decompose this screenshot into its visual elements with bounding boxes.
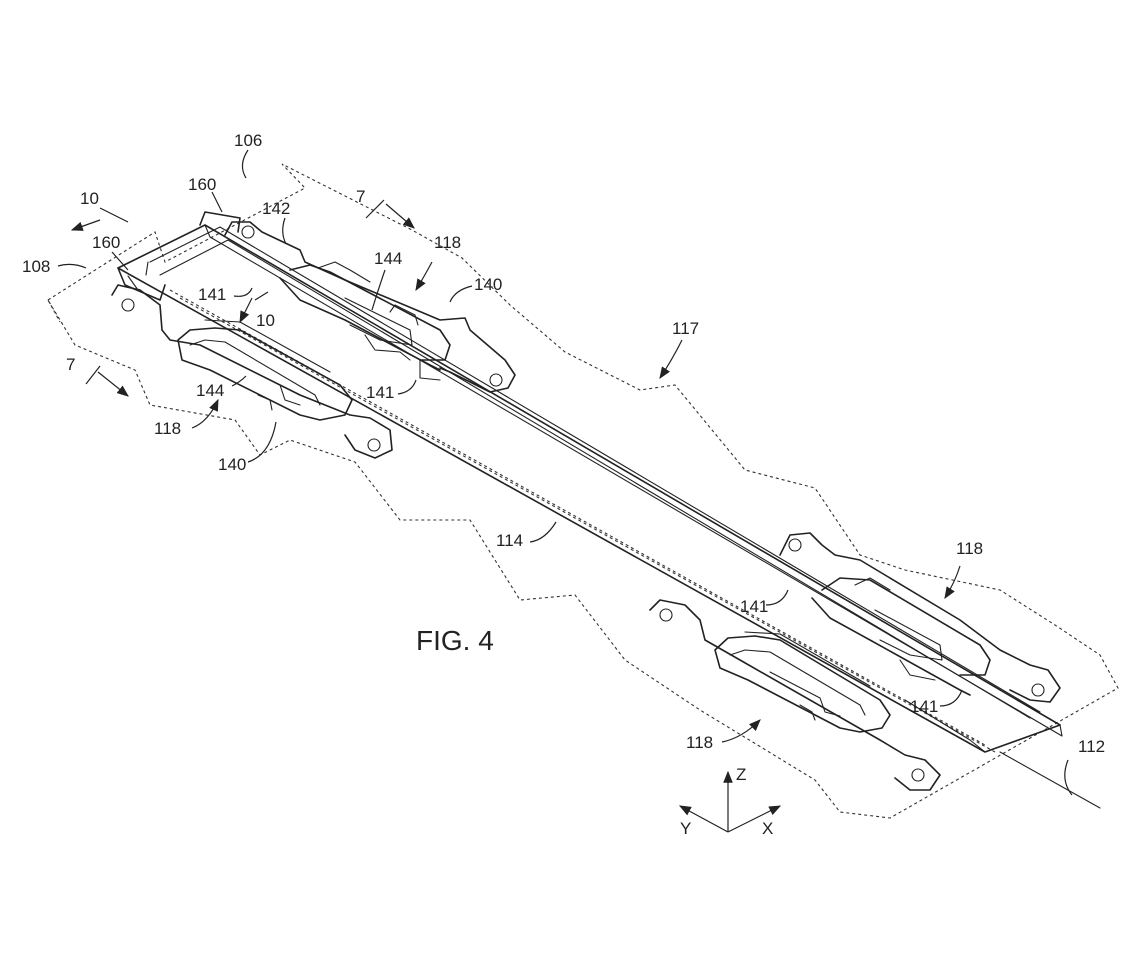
axis-label-x: X [762, 819, 773, 838]
label-108: 108 [22, 257, 50, 276]
label-112: 112 [1078, 737, 1105, 756]
label-10-lower: 10 [256, 311, 275, 330]
label-160-upper: 160 [188, 175, 216, 194]
label-118-upper-left: 118 [434, 233, 461, 252]
front-mounting-flange [111, 284, 941, 791]
label-144-upper: 144 [374, 249, 402, 268]
axis-label-z: Z [736, 765, 746, 784]
label-141-b: 141 [366, 383, 394, 402]
label-142: 142 [262, 199, 290, 218]
bracket-118-lower-left [177, 319, 353, 421]
label-141-d: 141 [910, 697, 938, 716]
label-140-lower: 140 [218, 455, 246, 474]
label-160-lower: 160 [92, 233, 120, 252]
label-117: 117 [672, 319, 699, 338]
label-140-upper: 140 [474, 275, 502, 294]
axis-label-y: Y [680, 819, 691, 838]
rail-114 [117, 211, 1063, 753]
label-118-lower-right: 118 [686, 733, 713, 752]
leader-lines [57, 149, 1073, 796]
bracket-118-lower-right [714, 631, 891, 733]
label-118-lower-left: 118 [154, 419, 181, 438]
label-144-lower: 144 [196, 381, 224, 400]
label-106: 106 [234, 131, 262, 150]
label-114: 114 [496, 531, 523, 550]
label-10-upper: 10 [80, 189, 99, 208]
bracket-118-upper-left [279, 261, 451, 381]
label-7-upper: 7 [356, 187, 365, 206]
label-141-c: 141 [740, 597, 768, 616]
label-7-lower: 7 [66, 355, 75, 374]
dashed-boundary-outline [47, 163, 1119, 819]
label-141-a: 141 [198, 285, 226, 304]
figure-caption: FIG. 4 [416, 625, 494, 656]
bracket-118-upper-right [811, 577, 991, 696]
coordinate-axes: Z Y X [678, 765, 782, 838]
axis-line-112 [999, 751, 1101, 809]
reference-numerals: 106 10 160 160 108 142 7 118 144 140 141… [22, 131, 1105, 756]
rear-mounting-flange [224, 221, 1061, 703]
label-118-upper-right: 118 [956, 539, 983, 558]
